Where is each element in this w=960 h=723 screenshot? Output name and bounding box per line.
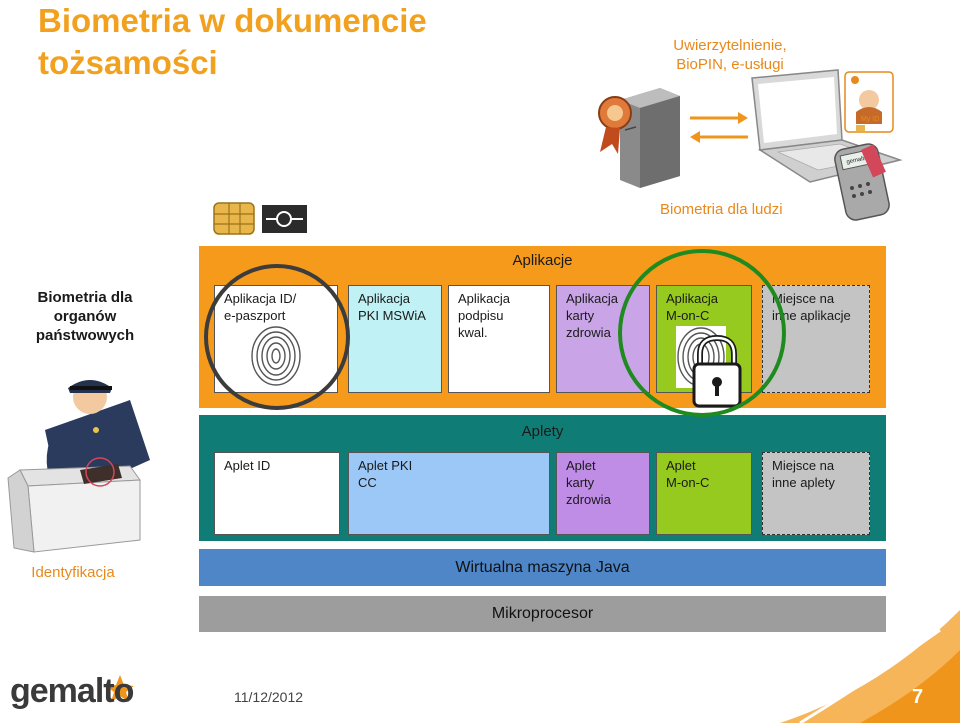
app-box-health-line-3: zdrowia	[566, 324, 611, 340]
applet-box-mon-c-line-2: M-on-C	[666, 474, 710, 490]
app-box-health-line-1: Aplikacja	[566, 291, 619, 306]
card-reader-label: gemalto	[846, 155, 869, 165]
app-box-id: Aplikacja ID/ e-paszport	[214, 285, 338, 393]
applet-box-mon-c: Aplet M-on-C	[656, 452, 752, 535]
app-box-mon-c-line-1: Aplikacja	[666, 291, 719, 306]
id-card-label: My ID	[861, 116, 879, 123]
server-icon	[598, 88, 680, 188]
bio-people-caption: Biometria dla ludzi	[660, 201, 783, 218]
desk-icon	[7, 465, 141, 553]
id-card-icon: My ID	[844, 71, 894, 133]
app-box-id-line-1: Aplikacja ID/	[224, 291, 297, 306]
title-line-1: Biometria w dokumencie	[38, 2, 427, 39]
app-box-other: Miejsce na inne aplikacje	[762, 285, 870, 393]
auth-caption-line-2: BioPIN, e-usługi	[676, 55, 784, 73]
applet-box-other-line-1: Miejsce na	[772, 458, 835, 473]
auth-caption: Uwierzytelnienie, BioPIN, e-usługi	[640, 37, 820, 75]
gov-caption-line-3: państwowych	[35, 327, 135, 345]
app-box-id-line-2: e-paszport	[224, 307, 286, 323]
chip-icon	[213, 202, 255, 235]
officer-figure	[45, 380, 150, 500]
exchange-arrows-icon	[690, 112, 748, 143]
gemalto-logo: gemalto	[10, 672, 134, 710]
app-box-health-line-2: karty	[566, 307, 595, 323]
jvm-label: Wirtualna maszyna Java	[455, 559, 630, 576]
applet-box-other: Miejsce na inne aplety	[762, 452, 870, 535]
page-number: 7	[912, 686, 924, 708]
laptop-icon	[751, 69, 903, 183]
gov-caption-line-2: organów	[53, 308, 117, 326]
applet-box-health: Aplet karty zdrowia	[556, 452, 650, 535]
app-box-other-line-2: inne aplikacje	[772, 307, 851, 323]
app-box-other-line-1: Miejsce na	[772, 291, 835, 306]
app-box-pki-line-1: Aplikacja	[358, 291, 411, 306]
app-box-health: Aplikacja karty zdrowia	[556, 285, 650, 393]
applet-box-pki-line-1: Aplet PKI	[358, 458, 413, 473]
app-box-pki: Aplikacja PKI MSWiA	[348, 285, 442, 393]
applet-box-pki: Aplet PKI CC	[348, 452, 550, 535]
jvm-bar	[199, 549, 886, 586]
gov-caption: Biometria dla organów państwowych	[20, 288, 150, 346]
applet-box-id: Aplet ID	[214, 452, 340, 535]
card-reader-icon: gemalto	[834, 143, 890, 221]
app-box-pki-line-2: PKI MSWiA	[358, 307, 426, 323]
microprocessor-bar	[199, 596, 886, 632]
applet-box-health-line-2: karty	[566, 474, 595, 490]
applets-title: Aplety	[521, 423, 564, 440]
app-box-signature-line-2: podpisu	[458, 307, 504, 323]
microprocessor-label: Mikroprocesor	[491, 605, 594, 622]
title-line-2: tożsamości	[38, 44, 218, 82]
app-box-mon-c: Aplikacja M-on-C	[656, 285, 752, 393]
applet-box-health-line-3: zdrowia	[566, 491, 611, 507]
fingerprint-scanner-icon	[80, 457, 122, 487]
app-box-signature-line-3: kwal.	[458, 324, 488, 340]
applet-box-id-line-1: Aplet ID	[224, 458, 271, 473]
gov-caption-line-1: Biometria dla	[37, 289, 133, 306]
contactless-icon	[262, 205, 307, 233]
applet-box-mon-c-line-1: Aplet	[666, 458, 696, 473]
applet-box-health-line-1: Aplet	[566, 458, 596, 473]
applet-box-pki-line-2: CC	[358, 474, 377, 490]
applications-title: Aplikacje	[512, 252, 573, 269]
page-title: Biometria w dokumencie tożsamości	[38, 0, 598, 84]
app-box-signature: Aplikacja podpisu kwal.	[448, 285, 550, 393]
app-box-mon-c-line-2: M-on-C	[666, 307, 710, 323]
date-label: 11/12/2012	[234, 689, 304, 705]
identification-caption: Identyfikacja	[31, 564, 115, 581]
applet-box-other-line-2: inne aplety	[772, 474, 835, 490]
auth-caption-line-1: Uwierzytelnienie,	[673, 37, 787, 54]
app-box-signature-line-1: Aplikacja	[458, 291, 511, 306]
